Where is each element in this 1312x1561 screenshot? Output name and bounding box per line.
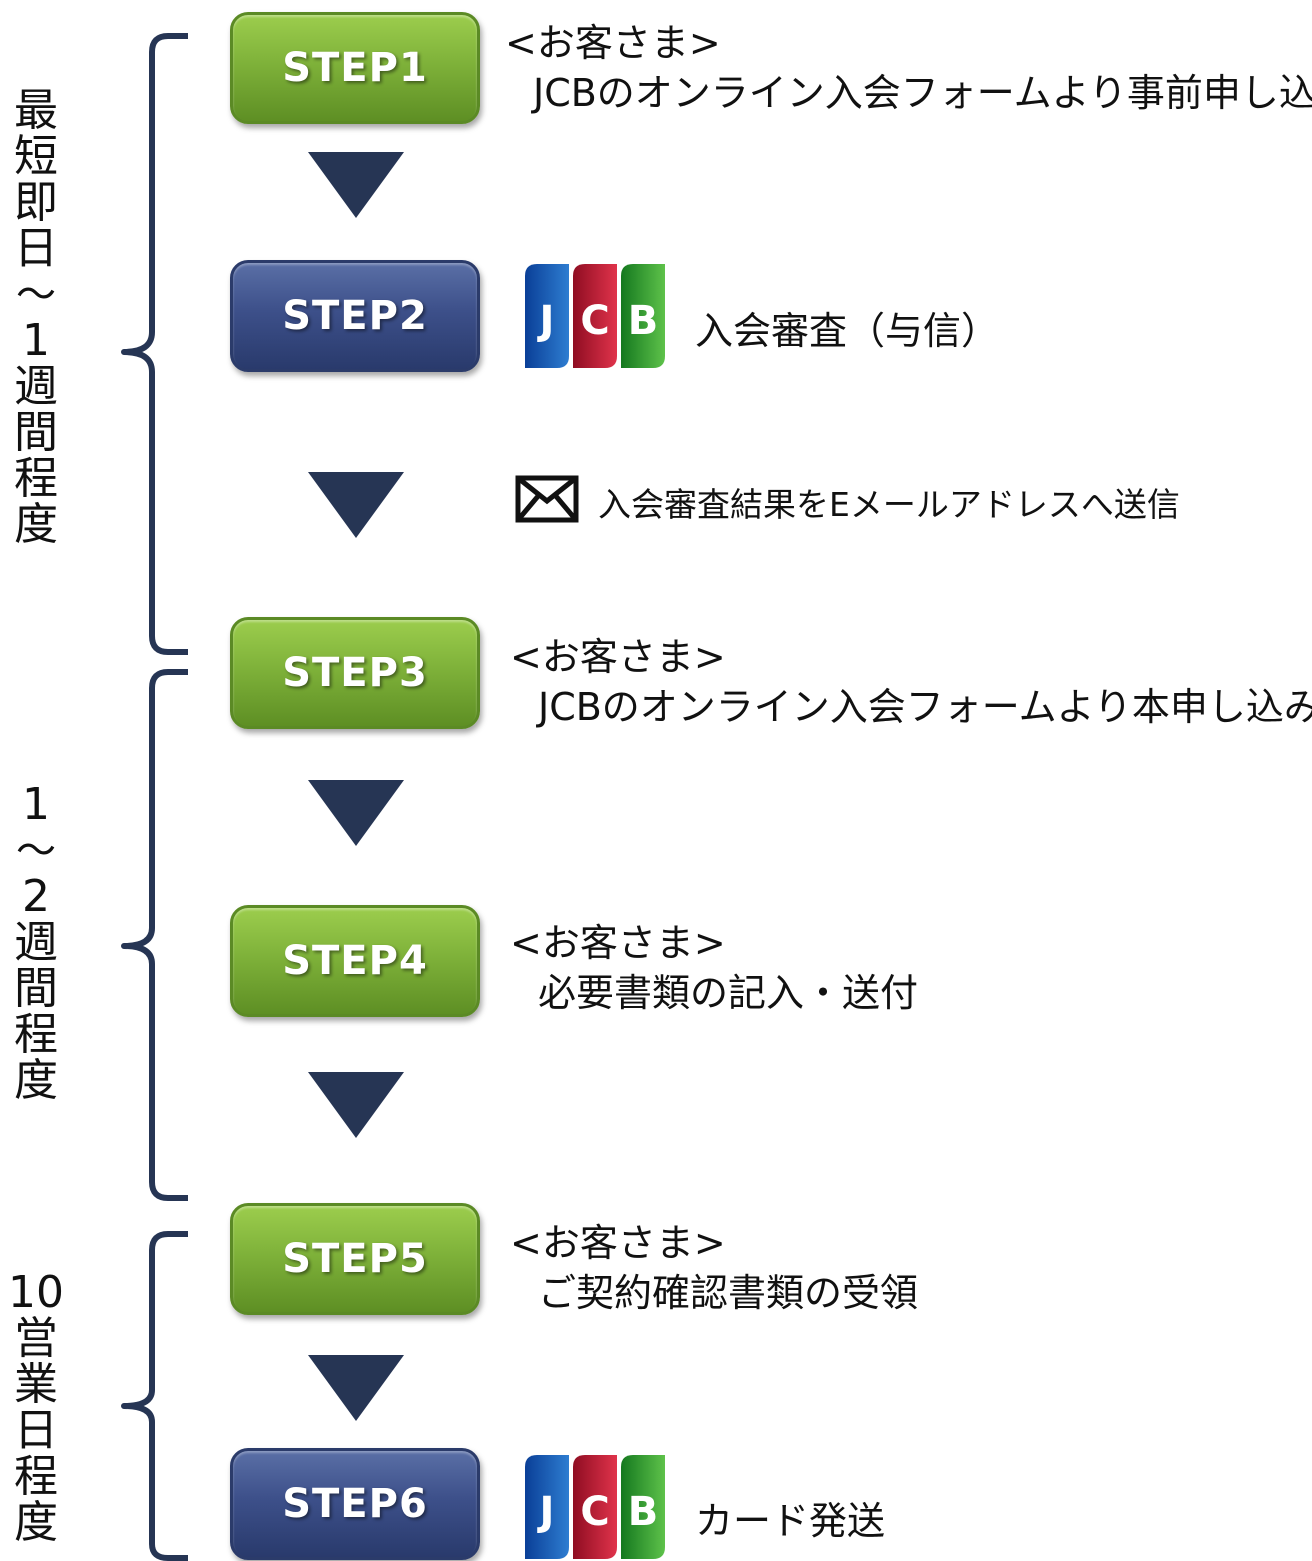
step4-label: STEP4: [282, 938, 428, 984]
step5-description: <お客さま> ご契約確認書類の受領: [510, 1218, 918, 1318]
period-label-1: 最 短 即 日 ～ 1 週 間 程 度: [0, 88, 72, 548]
step3-box: STEP3: [230, 617, 480, 729]
period-char: ～: [16, 272, 56, 318]
step6-text: カード発送: [695, 1499, 886, 1543]
brace-period-3: [121, 1231, 188, 1561]
mail-notification-text: 入会審査結果をEメールアドレスへ送信: [598, 485, 1180, 524]
period-char: 間: [14, 407, 58, 458]
down-arrow-icon: [308, 472, 404, 538]
step1-description: <お客さま> JCBのオンライン入会フォームより事前申し込み: [505, 18, 1312, 118]
step1-label: STEP1: [282, 45, 428, 91]
step4-box: STEP4: [230, 905, 480, 1017]
down-arrow-icon: [308, 1072, 404, 1138]
period-char: 度: [14, 1497, 58, 1548]
period-char: 間: [14, 963, 58, 1014]
step6-label: STEP6: [282, 1481, 428, 1527]
period-char: 程: [14, 1009, 58, 1060]
step4-description: <お客さま> 必要書類の記入・送付: [510, 918, 918, 1018]
period-char: 日: [14, 223, 58, 274]
step5-text: ご契約確認書類の受領: [538, 1271, 919, 1315]
step2-label: STEP2: [282, 293, 428, 339]
down-arrow-icon: [308, 1355, 404, 1421]
svg-text:C: C: [580, 1489, 609, 1535]
svg-text:J: J: [537, 298, 555, 344]
step4-heading: <お客さま>: [510, 921, 726, 965]
period-label-3: 10 営 業 日 程 度: [0, 1270, 72, 1546]
step5-label: STEP5: [282, 1236, 428, 1282]
step5-heading: <お客さま>: [510, 1221, 726, 1265]
svg-text:J: J: [537, 1489, 555, 1535]
down-arrow-icon: [308, 780, 404, 846]
brace-period-2: [121, 669, 188, 1201]
brace-period-1: [121, 33, 188, 655]
step1-text: JCBのオンライン入会フォームより事前申し込み: [533, 71, 1312, 115]
step1-box: STEP1: [230, 12, 480, 124]
step2-text: 入会審査（与信）: [695, 309, 1000, 353]
period-char: 営: [14, 1313, 58, 1364]
envelope-icon: [515, 475, 579, 523]
svg-text:C: C: [580, 298, 609, 344]
period-char: 短: [14, 131, 58, 182]
period-char: 即: [14, 177, 58, 228]
step3-description: <お客さま> JCBのオンライン入会フォームより本申し込み: [510, 632, 1312, 732]
period-char: 1: [22, 779, 50, 830]
period-char: 1: [22, 315, 50, 366]
svg-text:B: B: [628, 298, 659, 344]
period-char: 業: [14, 1359, 58, 1410]
period-char: 程: [14, 1451, 58, 1502]
jcb-logo-icon: J C B: [525, 264, 665, 368]
period-char: 2: [22, 871, 50, 922]
jcb-logo-icon: J C B: [525, 1455, 665, 1559]
period-char: 週: [14, 917, 58, 968]
step3-text: JCBのオンライン入会フォームより本申し込み: [538, 685, 1312, 729]
period-char: 週: [14, 361, 58, 412]
step6-box: STEP6: [230, 1448, 480, 1560]
step5-box: STEP5: [230, 1203, 480, 1315]
step3-heading: <お客さま>: [510, 635, 726, 679]
step4-text: 必要書類の記入・送付: [538, 971, 919, 1015]
down-arrow-icon: [308, 152, 404, 218]
step1-heading: <お客さま>: [505, 21, 721, 65]
period-char: ～: [16, 828, 56, 874]
period-char: 10: [8, 1267, 64, 1318]
step2-box: STEP2: [230, 260, 480, 372]
step3-label: STEP3: [282, 650, 428, 696]
period-char: 最: [14, 85, 58, 136]
period-char: 程: [14, 453, 58, 504]
period-char: 度: [14, 499, 58, 550]
svg-text:B: B: [628, 1489, 659, 1535]
period-label-2: 1 ～ 2 週 間 程 度: [0, 782, 72, 1104]
period-char: 度: [14, 1055, 58, 1106]
period-char: 日: [14, 1405, 58, 1456]
